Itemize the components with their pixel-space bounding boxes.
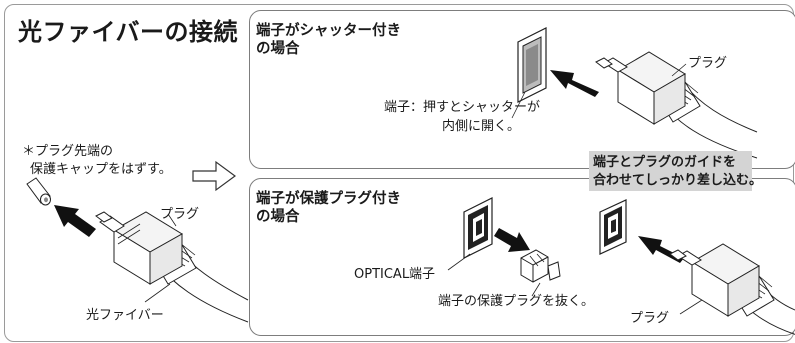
protect-plug-label: プラグ [630, 311, 670, 326]
shutter-terminal-icon [517, 27, 547, 103]
cap-note-line1: ＊プラグ先端の [22, 144, 114, 159]
outer-frame [4, 4, 794, 342]
cap-note-line2: 保護キャップをはずす。 [30, 162, 172, 177]
shutter-caption-2: 内側に開く。 [442, 119, 521, 134]
left-plug-label: プラグ [160, 207, 200, 222]
optical-terminal-icon [463, 197, 493, 259]
protective-plug-icon [520, 249, 561, 283]
left-plug-icon [95, 211, 249, 323]
callout-line2: 合わせてしっかり差し込む。 [593, 173, 763, 188]
callout-line1: 端子とプラグのガイドを [593, 155, 737, 170]
shutter-plug-label: プラグ [688, 56, 728, 71]
fiber-label: 光ファイバー [86, 308, 164, 323]
protect-caption: 端子の保護プラグを抜く。 [438, 294, 595, 309]
protective-cap-icon [26, 177, 51, 206]
second-terminal-icon [599, 199, 627, 255]
shutter-caption-1: 端子：押すとシャッターが [384, 100, 541, 115]
protect-plug-connector-icon [669, 243, 795, 335]
panel-shutter-title-1: 端子がシャッター付き [256, 23, 401, 39]
panel-protect-title-1: 端子が保護プラグ付き [256, 191, 401, 207]
optical-terminal-label: OPTICAL端子 [354, 267, 436, 282]
guide-callout: 端子とプラグのガイドを 合わせてしっかり差し込む。 [589, 151, 763, 191]
shutter-plug-icon [595, 51, 758, 159]
page-title: 光ファイバーの接続 [18, 18, 239, 46]
insert-arrow-icon [550, 70, 599, 97]
pull-out-arrow-icon [494, 228, 530, 252]
panel-protect-title-2: の場合 [256, 209, 300, 225]
remove-cap-arrow-icon [54, 205, 96, 237]
panel-shutter-title-2: の場合 [256, 41, 300, 57]
flow-arrow-icon [192, 160, 237, 192]
